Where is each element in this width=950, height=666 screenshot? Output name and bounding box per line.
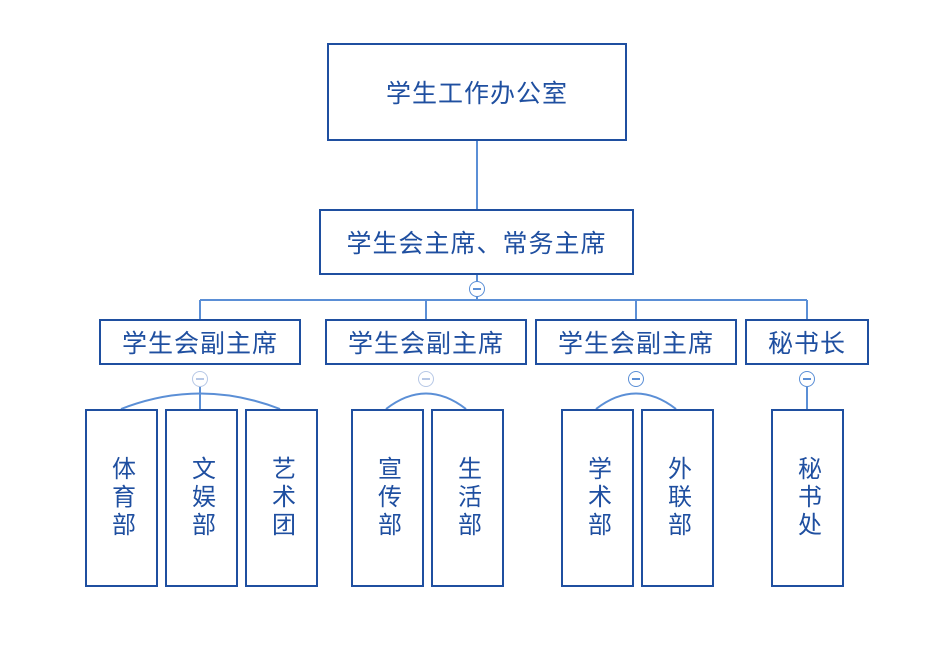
node-secretary-general[interactable]: 秘书长 (745, 319, 869, 365)
node-vice-chair-3[interactable]: 学生会副主席 (535, 319, 737, 365)
node-secretariat[interactable]: 秘书处 (771, 409, 844, 587)
collapse-minus-icon[interactable] (628, 371, 644, 387)
connector-group1-arc (120, 392, 281, 410)
node-external-dept[interactable]: 外联部 (641, 409, 714, 587)
node-root[interactable]: 学生工作办公室 (327, 43, 627, 141)
connector-group3-arc (595, 392, 677, 410)
node-level1[interactable]: 学生会主席、常务主席 (319, 209, 634, 275)
node-life-dept-label: 生活部 (453, 456, 482, 540)
node-vice-chair-2[interactable]: 学生会副主席 (325, 319, 527, 365)
node-sports-dept-label: 体育部 (107, 456, 136, 540)
node-art-troupe-label: 艺术团 (267, 456, 296, 540)
node-academic-dept[interactable]: 学术部 (561, 409, 634, 587)
node-external-dept-label: 外联部 (663, 456, 692, 540)
node-sports-dept[interactable]: 体育部 (85, 409, 158, 587)
node-art-troupe[interactable]: 艺术团 (245, 409, 318, 587)
collapse-minus-icon[interactable] (469, 281, 485, 297)
node-vice-chair-1[interactable]: 学生会副主席 (99, 319, 301, 365)
node-entertainment-dept-label: 文娱部 (187, 456, 216, 540)
node-secretary-general-label: 秘书长 (767, 329, 846, 358)
node-life-dept[interactable]: 生活部 (431, 409, 504, 587)
node-publicity-dept-label: 宣传部 (373, 456, 402, 540)
collapse-minus-icon[interactable] (192, 371, 208, 387)
node-secretariat-label: 秘书处 (793, 456, 822, 540)
node-academic-dept-label: 学术部 (583, 456, 612, 540)
collapse-minus-icon[interactable] (418, 371, 434, 387)
node-root-label: 学生工作办公室 (385, 79, 568, 108)
collapse-minus-icon[interactable] (799, 371, 815, 387)
node-vice-chair-2-label: 学生会副主席 (347, 329, 504, 358)
node-vice-chair-1-label: 学生会副主席 (121, 329, 278, 358)
node-vice-chair-3-label: 学生会副主席 (557, 329, 714, 358)
node-publicity-dept[interactable]: 宣传部 (351, 409, 424, 587)
connector-group2-arc (385, 392, 467, 410)
node-entertainment-dept[interactable]: 文娱部 (165, 409, 238, 587)
node-level1-label: 学生会主席、常务主席 (346, 229, 607, 258)
